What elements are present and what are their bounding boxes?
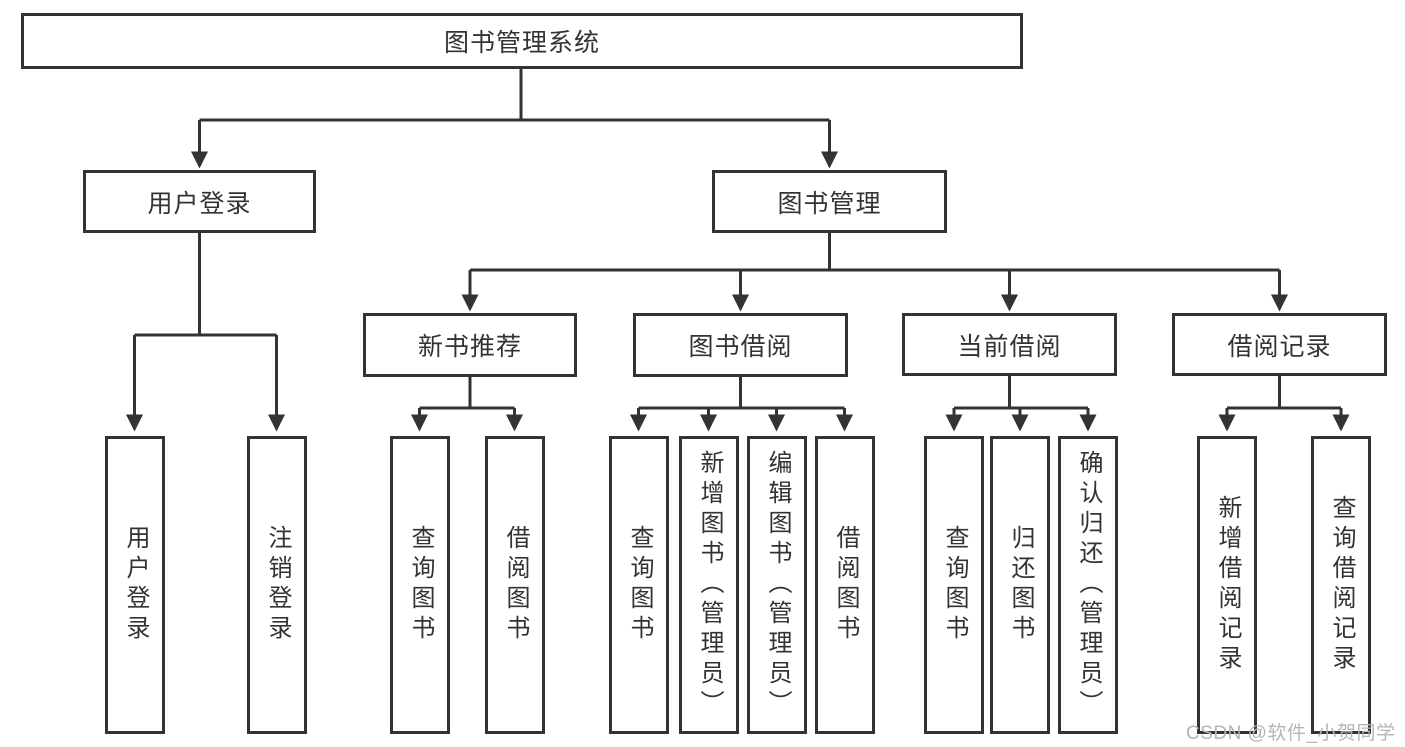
leaf-cb-confirm-return-admin: 确认归还（管理员） [1058,436,1118,734]
node-borrowing-records: 借阅记录 [1172,313,1387,376]
leaf-logout: 注销登录 [247,436,307,734]
node-book-management-label: 图书管理 [777,189,882,218]
leaf-bb-add-books-admin: 新增图书（管理员） [679,436,739,734]
leaf-nbr-borrow-books-label: 借阅图书 [502,525,529,645]
leaf-nbr-query-books-label: 查询图书 [407,525,434,645]
leaf-br-query-record-label: 查询借阅记录 [1328,495,1355,675]
leaf-nbr-borrow-books: 借阅图书 [485,436,545,734]
leaf-bb-borrow-books-label: 借阅图书 [832,525,859,645]
leaf-user-login: 用户登录 [105,436,165,734]
leaf-br-add-record: 新增借阅记录 [1197,436,1257,734]
node-root-label: 图书管理系统 [443,29,600,57]
leaf-bb-edit-books-admin: 编辑图书（管理员） [747,436,807,734]
connector-root-rail [199,69,830,122]
node-book-management: 图书管理 [712,170,947,233]
node-new-book-recommend: 新书推荐 [363,313,577,377]
node-current-borrowing-label: 当前借阅 [957,332,1062,361]
node-book-borrowing-label: 图书借阅 [688,333,793,361]
connector-current-borrowing-rail [954,376,1088,410]
connector-borrowing-records-rail [1227,376,1341,410]
connector-book-management-rail [470,233,1280,272]
leaf-bb-add-books-admin-label: 新增图书（管理员） [696,450,723,720]
leaf-bb-query-books: 查询图书 [609,436,669,734]
leaf-cb-return-books-label: 归还图书 [1007,525,1034,645]
connector-new-book-rec-rail [419,377,515,410]
leaf-bb-borrow-books: 借阅图书 [815,436,875,734]
leaf-cb-confirm-return-admin-label: 确认归还（管理员） [1075,450,1102,720]
node-user-login: 用户登录 [83,170,316,233]
leaf-user-login-label: 用户登录 [122,525,149,645]
leaf-bb-query-books-label: 查询图书 [626,525,653,645]
csdn-watermark: CSDN @软件_小贺同学 [1186,723,1396,744]
leaf-nbr-query-books: 查询图书 [390,436,450,734]
node-current-borrowing: 当前借阅 [902,313,1117,376]
connector-user-login-rail [134,233,277,337]
leaf-bb-edit-books-admin-label: 编辑图书（管理员） [764,450,791,720]
node-new-book-recommend-label: 新书推荐 [417,333,522,361]
leaf-br-query-record: 查询借阅记录 [1311,436,1371,734]
node-user-login-label: 用户登录 [147,189,252,218]
node-borrowing-records-label: 借阅记录 [1227,332,1332,361]
leaf-br-add-record-label: 新增借阅记录 [1214,495,1241,675]
leaf-cb-return-books: 归还图书 [990,436,1050,734]
leaf-logout-label: 注销登录 [264,525,291,645]
leaf-cb-query-books: 查询图书 [924,436,984,734]
node-root-system: 图书管理系统 [21,13,1023,69]
connector-book-borrowing-rail [638,377,845,410]
leaf-cb-query-books-label: 查询图书 [941,525,968,645]
node-book-borrowing: 图书借阅 [633,313,848,377]
